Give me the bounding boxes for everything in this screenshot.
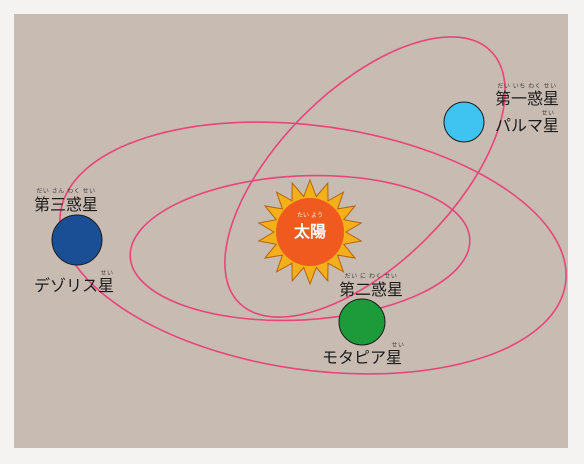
sun-ruby: たい よう [297, 212, 323, 219]
sun: たい よう 太陽 [257, 178, 363, 286]
first-planet-label-ruby: だい いち わく せい [497, 83, 556, 90]
sun-label: 太陽 [293, 222, 326, 241]
first-planet-name-ruby: せい [541, 110, 554, 117]
second-planet-name-ruby: せい [391, 342, 404, 349]
orbit-first-planet [224, 36, 506, 318]
third-planet-name-ruby: せい [100, 270, 113, 277]
planet-second-motapia [338, 298, 386, 346]
planet-first-parma [443, 101, 485, 143]
second-planet-label: 第二惑星 [339, 280, 403, 299]
orbit-second-planet [129, 174, 471, 322]
first-planet-label: 第一惑星 [495, 89, 559, 108]
second-planet-label-ruby: だい に わく せい [345, 273, 398, 280]
first-planet-name: パルマ星 [495, 116, 559, 135]
third-planet-label: 第三惑星 [34, 195, 98, 214]
third-planet-name: デゾリス星 [34, 276, 114, 295]
second-planet-name: モタピア星 [322, 348, 402, 367]
third-planet-label-ruby: だい さん わく せい [36, 188, 95, 195]
planet-third-dezoris [51, 214, 103, 266]
sun-core [276, 198, 344, 266]
orbit-third-planet [59, 121, 567, 375]
